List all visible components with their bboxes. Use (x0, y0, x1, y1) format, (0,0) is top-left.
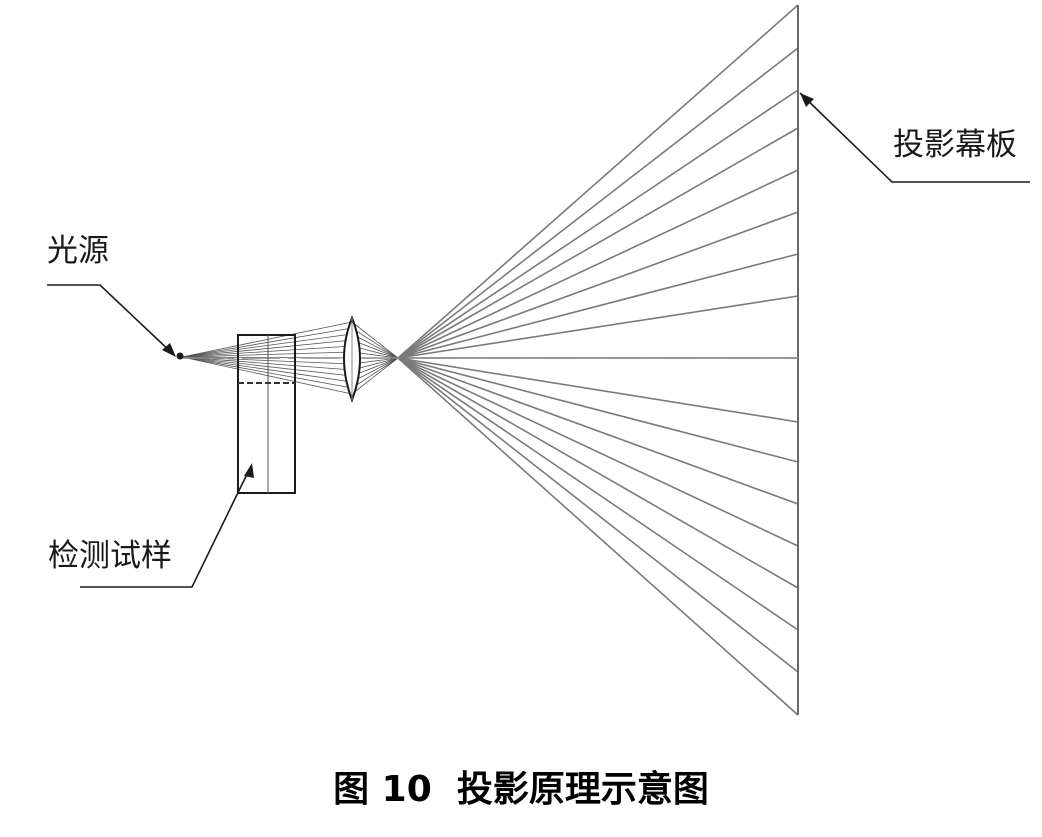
converging-ray (181, 356, 353, 395)
converging-ray (351, 357, 399, 395)
converging-ray (181, 356, 353, 371)
projected-ray (397, 169, 799, 359)
projected-ray (397, 47, 799, 359)
specimen-label: 检测试样 (48, 538, 172, 574)
convex-lens (343, 315, 361, 403)
light-source-point (176, 352, 184, 360)
projected-ray (397, 4, 799, 359)
converging-ray (181, 345, 353, 358)
projected-ray (397, 357, 799, 716)
projected-ray (397, 357, 799, 589)
converging-ray (181, 351, 353, 358)
projected-ray (397, 357, 799, 463)
projected-ray (397, 295, 799, 359)
projected-ray (397, 357, 799, 505)
converging-ray (351, 321, 399, 359)
figure-number: 图 10 (333, 769, 432, 810)
projected-ray (397, 357, 799, 547)
converging-ray (351, 327, 399, 359)
converging-ray (181, 356, 353, 383)
figure-title: 投影原理示意图 (456, 769, 709, 810)
leader-screen (799, 92, 1030, 183)
projected-ray (397, 127, 799, 359)
projected-ray (397, 357, 799, 631)
converging-ray (181, 333, 353, 358)
converging-ray (181, 356, 353, 377)
converging-ray (351, 333, 399, 359)
converging-ray (351, 357, 399, 389)
converging-ray (181, 321, 353, 358)
light-source-label: 光源 (47, 233, 109, 269)
leader-specimen (80, 463, 254, 588)
converging-ray (181, 356, 353, 389)
converging-ray (181, 327, 353, 358)
leader-light-source (47, 284, 176, 357)
projected-ray (397, 357, 799, 423)
projected-ray (397, 253, 799, 359)
projected-ray (397, 211, 799, 359)
screen-label: 投影幕板 (893, 127, 1017, 163)
projected-rays (397, 4, 799, 716)
figure-caption: 图 10 投影原理示意图 (0, 760, 1042, 812)
projected-ray (397, 89, 799, 359)
converging-ray (181, 339, 353, 358)
converging-ray (351, 357, 399, 383)
projected-ray (397, 357, 799, 673)
test-specimen (237, 334, 296, 494)
